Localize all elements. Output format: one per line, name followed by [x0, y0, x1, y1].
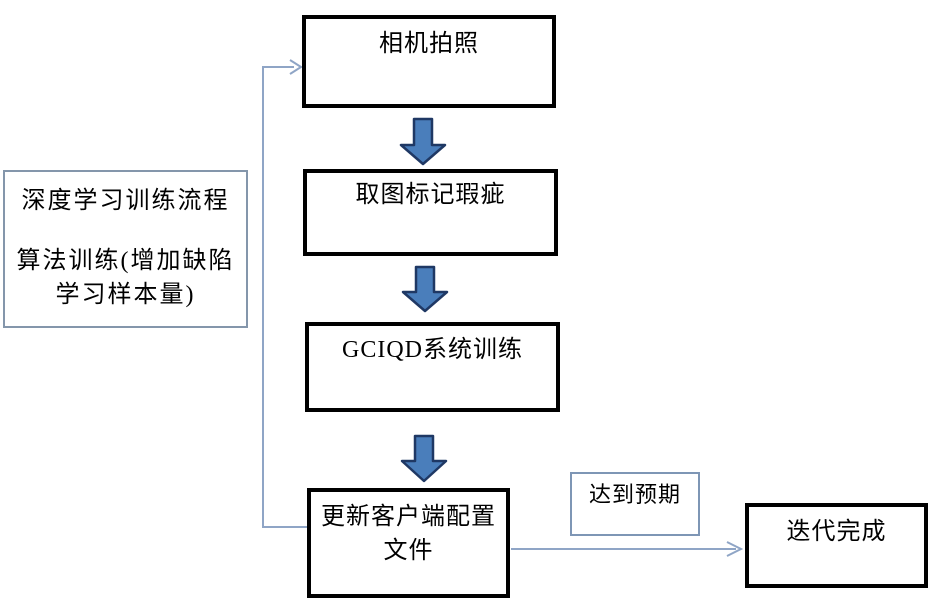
- feedback-connector-line: [262, 66, 307, 528]
- edge-label-expectation-met-text: 达到预期: [588, 482, 681, 507]
- node-system-training: GCIQD系统训练: [305, 322, 560, 412]
- side-note-line-1: 深度学习训练流程: [21, 188, 230, 214]
- side-note-spacer: [5, 218, 246, 244]
- side-note-line-3: 学习样本量): [55, 282, 196, 308]
- side-note-box: 深度学习训练流程 算法训练(增加缺陷 学习样本量): [3, 170, 248, 328]
- node-camera-capture: 相机拍照: [302, 15, 556, 108]
- edge-label-expectation-met: 达到预期: [570, 472, 700, 536]
- node-mark-defects: 取图标记瑕疵: [303, 169, 558, 256]
- node-iteration-complete: 迭代完成: [745, 503, 928, 588]
- node-update-client-config-label-line2: 文件: [383, 538, 434, 564]
- feedback-arrowhead-icon: [289, 59, 303, 75]
- node-iteration-complete-label: 迭代完成: [786, 519, 887, 545]
- down-block-arrow-2-icon: [401, 265, 449, 313]
- down-block-arrow-1-icon: [399, 117, 447, 166]
- down-block-arrow-3-icon: [400, 434, 448, 483]
- node-update-client-config: 更新客户端配置 文件: [307, 488, 510, 598]
- done-arrowhead-icon: [726, 541, 744, 557]
- node-system-training-label: GCIQD系统训练: [342, 337, 523, 363]
- side-note-line-2: 算法训练(增加缺陷: [16, 248, 235, 274]
- node-camera-capture-label: 相机拍照: [379, 31, 479, 57]
- node-mark-defects-label: 取图标记瑕疵: [355, 182, 506, 208]
- node-update-client-config-label-line1: 更新客户端配置: [321, 504, 496, 530]
